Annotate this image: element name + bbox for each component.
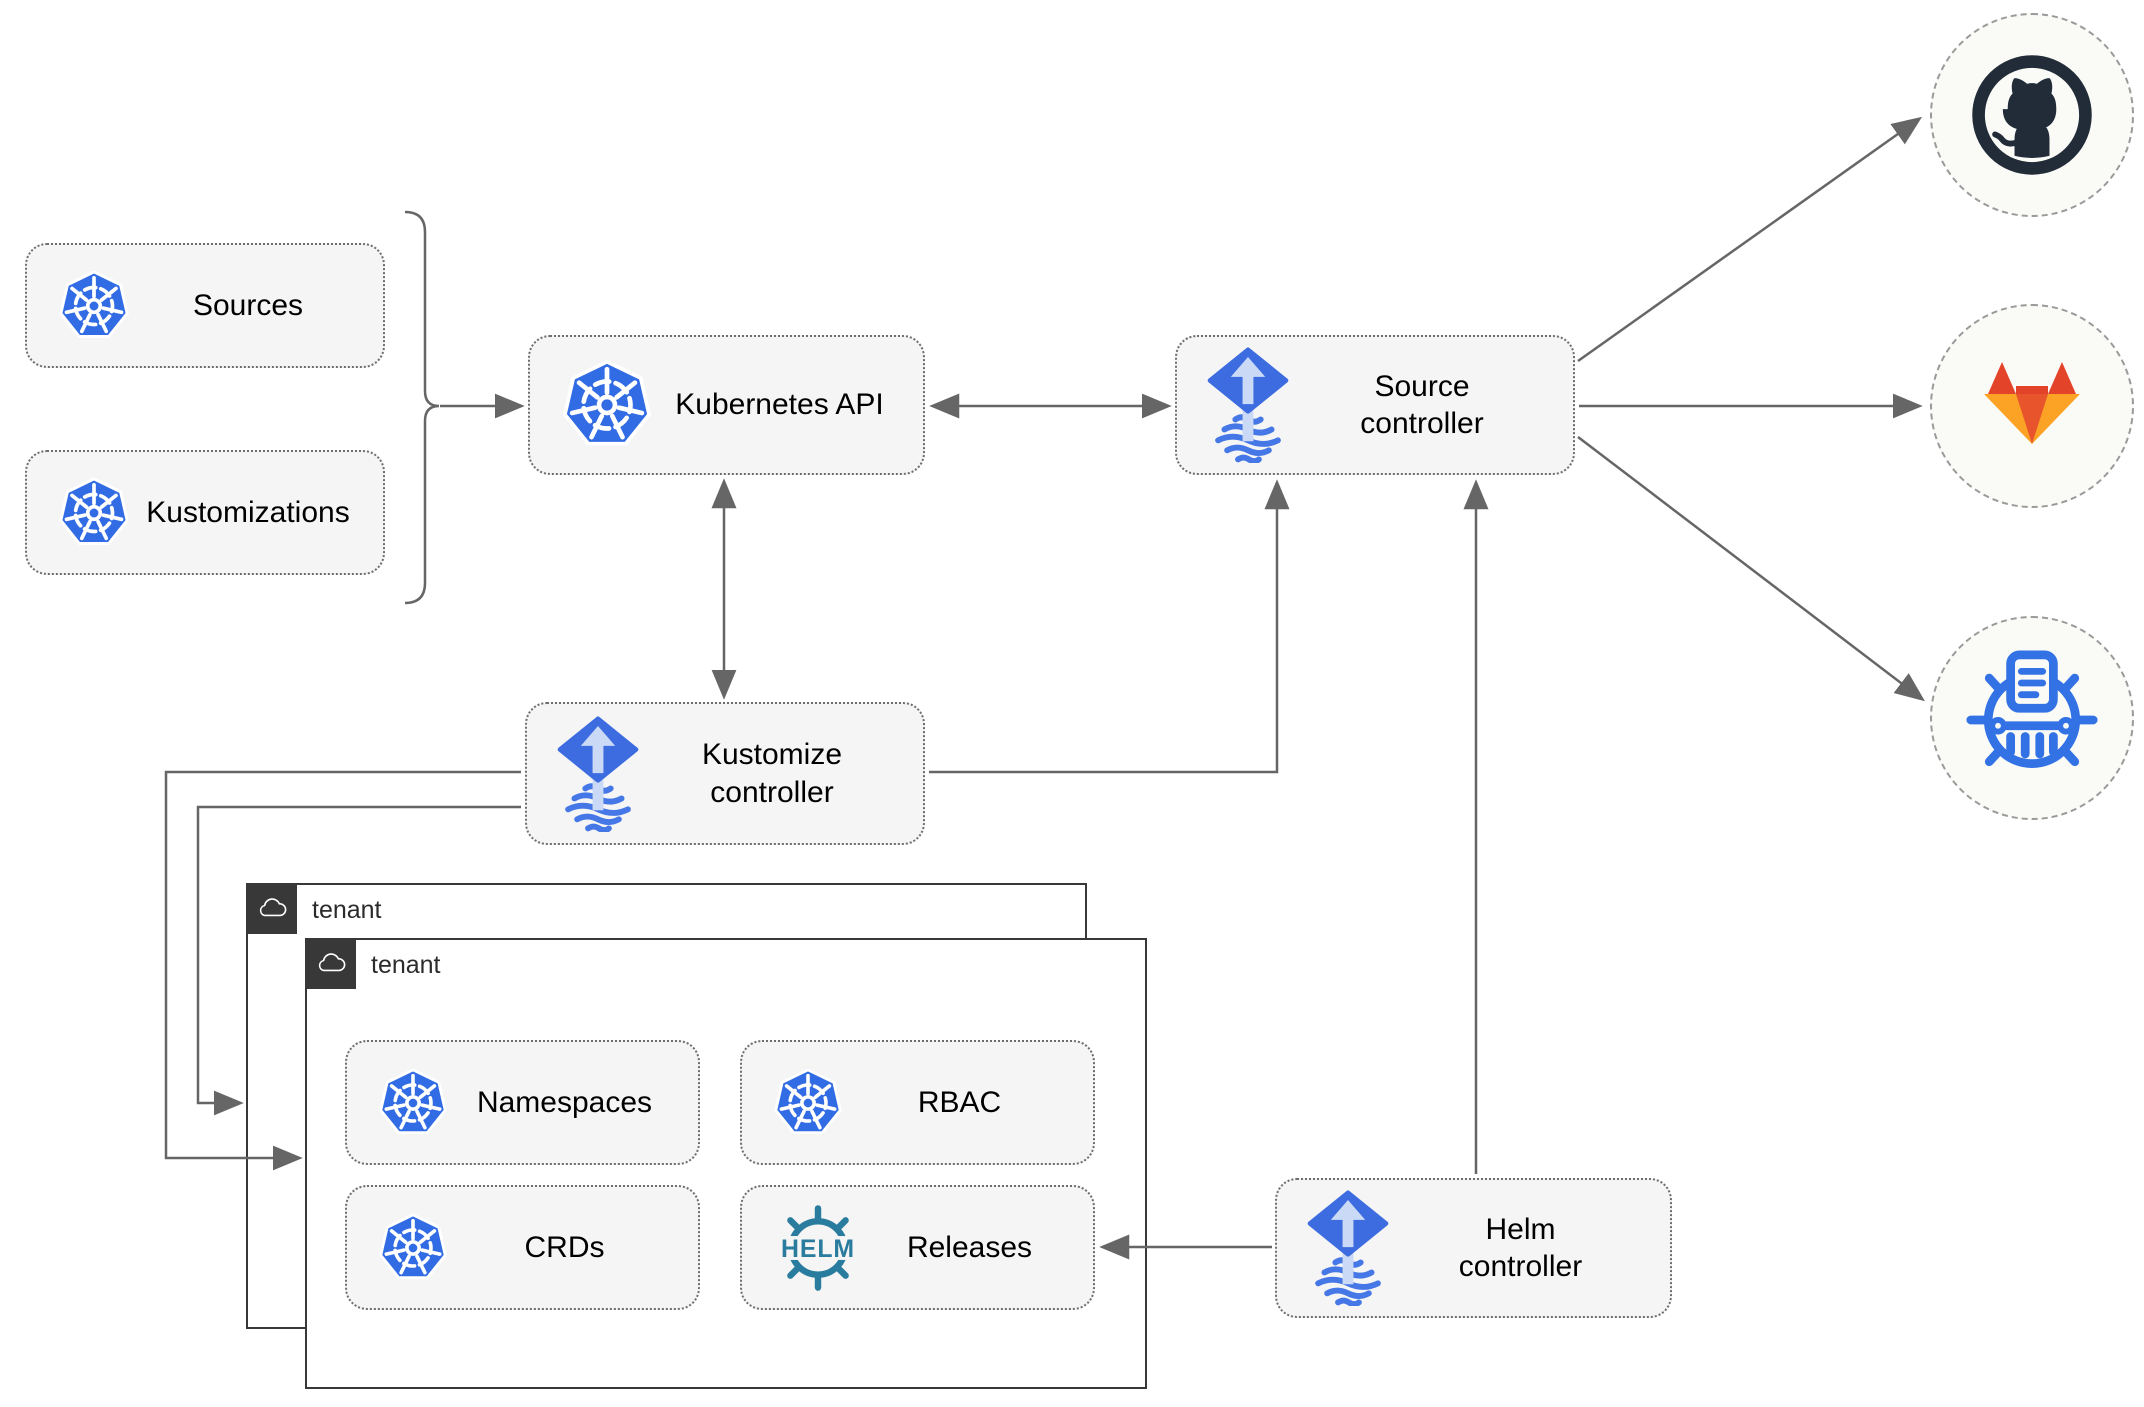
tenant-front-tab	[305, 938, 356, 989]
kubernetes-icon	[377, 1067, 449, 1139]
gitlab-icon	[1984, 362, 2080, 444]
node-label: Kustomizations	[146, 495, 350, 529]
helm-logo-text: HELM	[781, 1236, 855, 1263]
kubernetes-icon	[772, 1067, 844, 1139]
helm-icon: HELM	[777, 1204, 859, 1291]
kubernetes-icon	[57, 269, 131, 343]
github-icon	[1972, 55, 2092, 175]
node-crds: CRDs	[345, 1185, 700, 1310]
node-kubernetes-api: Kubernetes API	[528, 335, 925, 475]
kubernetes-icon	[377, 1212, 449, 1284]
node-label: RBAC	[917, 1085, 1002, 1119]
wire-kustomize-to-sourcecontroller	[929, 479, 1290, 774]
node-label: Helm controller	[1458, 1212, 1583, 1284]
flux-icon	[1207, 347, 1289, 463]
remote-github	[1930, 13, 2134, 217]
tenant-back-label: tenant	[312, 896, 382, 924]
wire-source-to-chartmuseum	[1577, 436, 1925, 702]
node-kustomizations: Kustomizations	[25, 450, 385, 575]
node-helm-controller: Helm controller	[1275, 1178, 1672, 1318]
node-releases: HELM Releases	[740, 1185, 1095, 1310]
remote-chartmuseum	[1930, 616, 2134, 820]
flux-icon	[1307, 1190, 1389, 1306]
chartmuseum-icon	[1966, 650, 2098, 769]
cloud-icon	[256, 893, 288, 925]
node-label: Kustomize controller	[701, 738, 843, 809]
tenant-back-tab	[246, 883, 297, 934]
node-namespaces: Namespaces	[345, 1040, 700, 1165]
node-label: Namespaces	[476, 1085, 653, 1119]
cloud-icon	[315, 948, 347, 980]
sources-group-brace	[404, 210, 440, 605]
node-source-controller: Source controller	[1175, 335, 1575, 475]
tenant-front-label: tenant	[371, 951, 441, 979]
kubernetes-icon	[560, 358, 654, 452]
node-label: CRDs	[524, 1230, 605, 1264]
flux-icon	[557, 716, 639, 832]
node-label: Kubernetes API	[675, 388, 884, 422]
node-kustomize-controller: Kustomize controller	[525, 702, 925, 845]
node-rbac: RBAC	[740, 1040, 1095, 1165]
remote-gitlab	[1930, 304, 2134, 508]
node-sources: Sources	[25, 243, 385, 368]
wire-source-to-github	[1577, 116, 1923, 363]
node-label: Releases	[906, 1230, 1033, 1264]
node-label: Sources	[192, 288, 304, 322]
node-label: Source controller	[1360, 369, 1484, 441]
kubernetes-icon	[57, 476, 131, 550]
